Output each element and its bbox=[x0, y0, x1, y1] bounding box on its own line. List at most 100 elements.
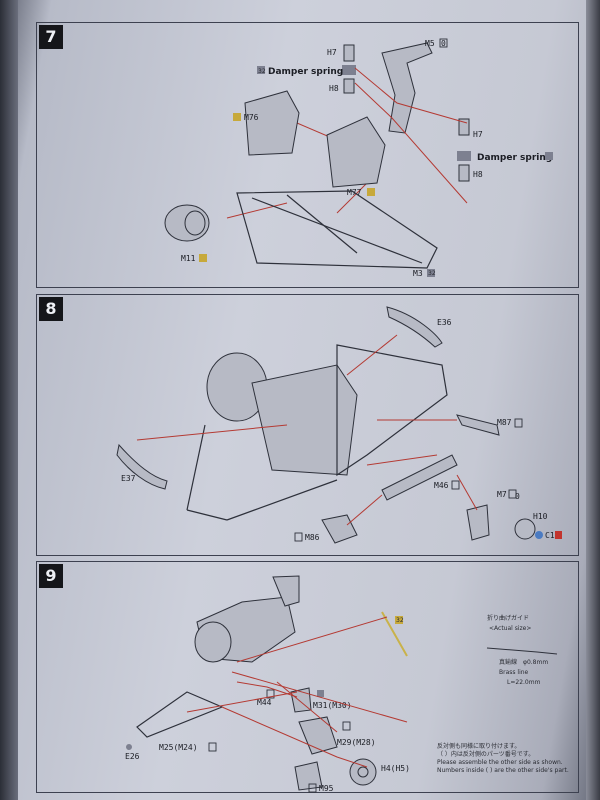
step-9-diagram: 32 折り曲げガイド <Actual size> 真鍮線 φ0.8mm Bras… bbox=[125, 575, 569, 793]
damper-h7-top bbox=[343, 44, 355, 62]
frame-strut bbox=[251, 197, 423, 264]
step-8-diagram: E36 E37 M87 M46 M7 0 H10 bbox=[116, 306, 562, 544]
note-jp-2: （ ）内は反対側のパーツ番号です。 bbox=[437, 750, 534, 758]
part-box bbox=[451, 480, 460, 490]
label-m76: M76 bbox=[244, 113, 259, 122]
part-box bbox=[514, 418, 523, 428]
leader-line bbox=[236, 616, 388, 663]
wing-e36 bbox=[386, 306, 443, 348]
leader-line bbox=[366, 454, 438, 466]
hub-m7 bbox=[466, 504, 490, 541]
note-en-2: Numbers inside ( ) are the other side's … bbox=[437, 767, 569, 774]
label-e37: E37 bbox=[121, 474, 136, 483]
arm-m87 bbox=[456, 414, 500, 436]
step-7-panel: 7 M5 0 H7 32 Damper spring H8 H7 Damper … bbox=[36, 22, 579, 288]
label-h8-right: H8 bbox=[473, 170, 483, 179]
frame-leg bbox=[186, 424, 206, 511]
page-fold-shadow-right bbox=[586, 0, 600, 800]
frame-strut bbox=[286, 194, 358, 254]
label-m44: M44 bbox=[257, 698, 272, 707]
label-e26: E26 bbox=[125, 752, 140, 761]
disc-h10 bbox=[514, 518, 536, 540]
label-damper-top-box: 32 bbox=[258, 68, 266, 75]
step-7-diagram: M5 0 H7 32 Damper spring H8 H7 Damper sp… bbox=[164, 38, 553, 278]
part-box bbox=[208, 742, 217, 752]
label-c1: C1 bbox=[545, 531, 555, 540]
leader-line bbox=[346, 494, 383, 526]
guide-wire bbox=[486, 647, 558, 655]
mount-bracket bbox=[381, 42, 433, 134]
part-box bbox=[317, 690, 324, 697]
label-h10: H10 bbox=[533, 512, 548, 521]
label-m46: M46 bbox=[434, 481, 449, 490]
part-box bbox=[257, 66, 265, 74]
label-m87: M87 bbox=[497, 418, 512, 427]
part-box bbox=[294, 532, 303, 542]
cylinder-inner bbox=[184, 210, 206, 236]
part-box bbox=[342, 721, 351, 731]
step-number: 8 bbox=[39, 297, 63, 321]
label-box-32: 32 bbox=[396, 617, 404, 624]
page-fold-shadow-left bbox=[0, 0, 18, 800]
frame-m3 bbox=[236, 190, 438, 269]
wing-e37 bbox=[116, 443, 168, 490]
part-box bbox=[266, 689, 275, 699]
label-m3: M3 bbox=[413, 269, 423, 278]
leader-line bbox=[456, 474, 478, 511]
guide-title-jp: 折り曲げガイド bbox=[487, 614, 529, 622]
step-number: 9 bbox=[39, 564, 63, 588]
paint-box bbox=[555, 531, 562, 539]
step-9-panel: 9 32 折り曲げガイド <Actual size> 真鍮線 φ0.8mm Br… bbox=[36, 561, 579, 793]
label-m29: M29(M28) bbox=[337, 738, 376, 747]
disc-h4-center bbox=[357, 766, 369, 778]
part-box bbox=[508, 489, 517, 499]
frame-leg bbox=[226, 479, 338, 521]
bolt-e26 bbox=[126, 744, 132, 750]
label-m31: M31(M30) bbox=[313, 701, 352, 710]
top-bracket bbox=[272, 575, 300, 607]
guide-title-en: <Actual size> bbox=[489, 625, 531, 632]
guide-wire-dia: φ0.8mm bbox=[523, 659, 548, 666]
leader-line bbox=[231, 671, 408, 723]
label-m95: M95 bbox=[319, 784, 334, 793]
label-m3-box: 32 bbox=[428, 270, 436, 277]
part-box bbox=[439, 38, 448, 48]
leader-line bbox=[186, 691, 298, 713]
paint-box bbox=[199, 254, 207, 262]
label-m11: M11 bbox=[181, 254, 196, 263]
paint-box bbox=[367, 188, 375, 196]
label-h7-right: H7 bbox=[473, 130, 483, 139]
guide-wire-jp: 真鍮線 bbox=[499, 658, 517, 666]
leader-line bbox=[276, 681, 338, 733]
label-h8-top: H8 bbox=[329, 84, 339, 93]
step-number: 7 bbox=[39, 25, 63, 49]
leader-line bbox=[354, 82, 468, 204]
guide-length: L=22.0mm bbox=[507, 679, 541, 686]
note-en-1: Please assemble the other side as shown. bbox=[437, 759, 563, 766]
label-m86: M86 bbox=[305, 533, 320, 542]
step-8-panel: 8 E36 E37 M87 M46 M7 0 bbox=[36, 294, 579, 556]
label-damper-spring-right: Damper spring bbox=[477, 153, 552, 163]
label-h7-top: H7 bbox=[327, 48, 337, 57]
paint-box bbox=[395, 616, 403, 624]
part-box bbox=[308, 783, 317, 793]
paint-box bbox=[233, 113, 241, 121]
damper-h8-top bbox=[343, 78, 355, 94]
part-box bbox=[427, 269, 435, 277]
brass-wire bbox=[381, 611, 408, 657]
upright-m76 bbox=[244, 90, 300, 156]
gearbox-casing bbox=[251, 364, 358, 476]
damper-h7-right bbox=[458, 118, 470, 136]
part-m95 bbox=[294, 761, 323, 791]
label-damper-spring-top: Damper spring bbox=[268, 67, 343, 77]
gearbox-bell bbox=[194, 621, 232, 663]
arm-m86 bbox=[321, 514, 358, 544]
label-m7: M7 bbox=[497, 490, 507, 499]
guide-wire-en: Brass line bbox=[499, 669, 529, 676]
label-h4: H4(H5) bbox=[381, 764, 410, 773]
link-m46 bbox=[381, 454, 458, 501]
note-jp-1: 反対側も同様に取り付けます。 bbox=[437, 742, 520, 750]
leader-line bbox=[226, 202, 288, 219]
label-e36: E36 bbox=[437, 318, 452, 327]
